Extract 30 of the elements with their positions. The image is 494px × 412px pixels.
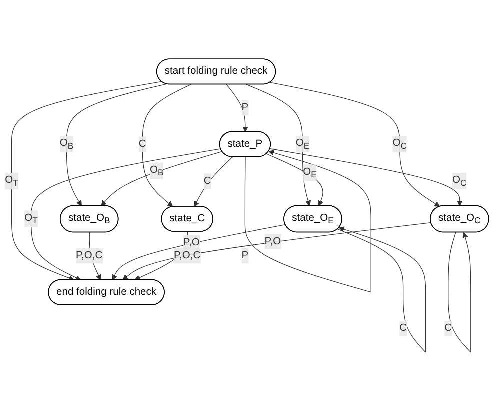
arrow [101,151,223,207]
arrow [337,226,426,353]
arrow [448,232,472,353]
edge-label: C [400,323,408,334]
edge-label: O$_{B}$ [150,164,164,178]
edge-label: O$_{C}$ [392,138,407,151]
edge-label: P,O [264,236,282,248]
arrow [266,154,324,207]
arrow [194,156,234,208]
edge-label: C [204,176,212,187]
edge-label: P [242,102,249,114]
edge-label: O$_{T}$ [5,174,18,188]
arrow [142,84,192,208]
edge-label: P,O,C [76,250,103,262]
arrow [270,148,463,207]
arrow [270,82,440,208]
arrow [244,150,372,293]
edge-label: O$_{E}$ [296,138,310,151]
arrow [246,84,312,207]
edge-label: P [242,250,249,262]
edge-label: O$_{B}$ [60,138,74,151]
edge-label: O$_{E}$ [303,166,317,180]
arrow [226,84,248,132]
edge-label: O$_{T}$ [24,212,38,226]
edge-label: C [444,323,452,334]
edge-label: C [138,138,146,150]
edge-label: P,O [183,237,200,248]
arrow [66,84,167,207]
edge-label: P,O,C [174,250,201,262]
edge-label: O$_{C}$ [452,174,467,188]
